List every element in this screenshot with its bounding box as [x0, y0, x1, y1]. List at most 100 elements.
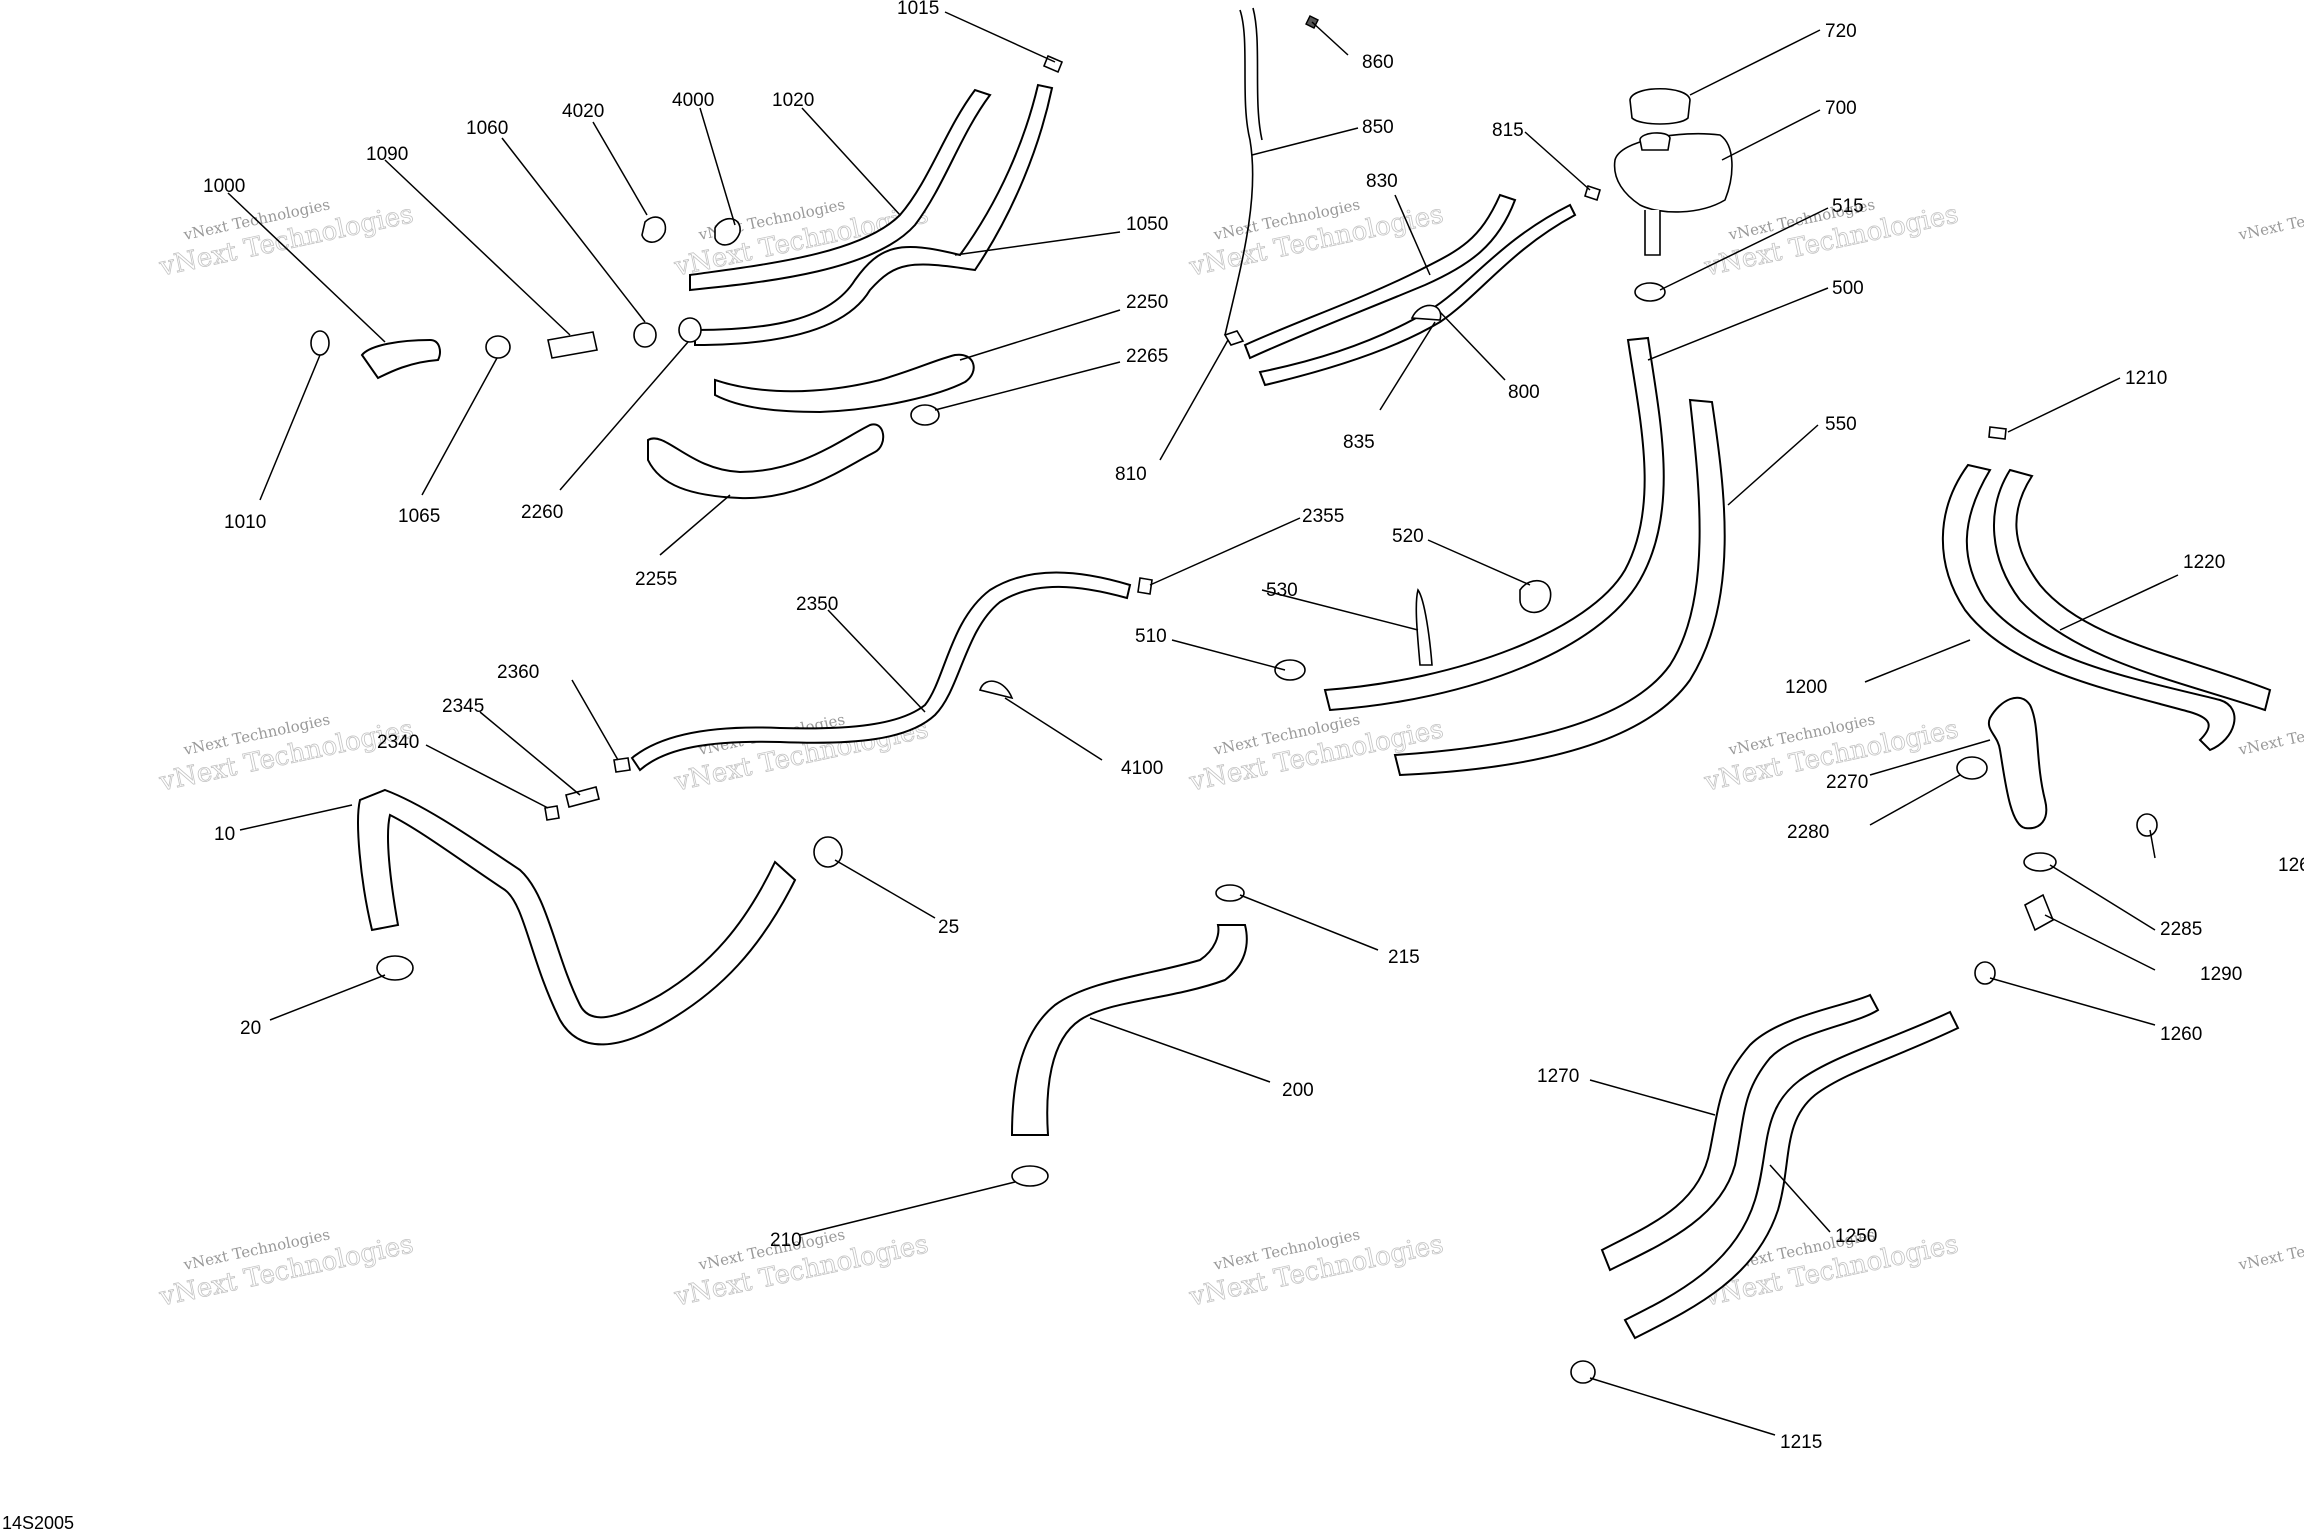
clip-835 [1410, 304, 1442, 321]
callout-label: 1050 [1126, 214, 1168, 235]
callout-label: 1215 [1780, 1432, 1822, 1453]
strap-530 [1415, 588, 1433, 666]
clamp-1065 [485, 335, 511, 359]
clamp-510 [1274, 659, 1306, 681]
hose-10 [357, 788, 797, 1046]
clamp-515 [1634, 282, 1666, 302]
clamp-1215 [1570, 1360, 1596, 1384]
callout-label: 810 [1115, 464, 1147, 485]
callout-label: 500 [1832, 278, 1864, 299]
clamp-2355 [1137, 577, 1153, 595]
callout-label: 1210 [2125, 368, 2167, 389]
clamp-2265 [910, 404, 940, 426]
callout-label: 515 [1832, 196, 1864, 217]
watermark-text: vNext Technologies [2236, 195, 2304, 244]
callout-label: 4020 [562, 101, 604, 122]
diagram-code: 14S2005 [2, 1513, 75, 1533]
clamp-4000 [714, 217, 741, 246]
clamp-2280 [1956, 756, 1988, 780]
part-1210 [1988, 426, 2007, 440]
callout-label: 1090 [366, 144, 408, 165]
hose-1050 [694, 83, 1054, 347]
clip-4100 [978, 680, 1014, 700]
callout-label: 2270 [1826, 772, 1868, 793]
clamp-1010 [310, 330, 330, 356]
clamp-4020 [641, 216, 667, 243]
clamp-25 [813, 836, 843, 868]
hose-1200 [1941, 463, 2236, 752]
leader-lines [227, 11, 2179, 1436]
hose-2350 [630, 571, 1132, 772]
callout-label: 815 [1492, 120, 1524, 141]
callout-label: 2280 [1787, 822, 1829, 843]
callout-label: 4100 [1121, 758, 1163, 779]
callout-label: 1220 [2183, 552, 2225, 573]
callout-label: 1250 [1835, 1226, 1877, 1247]
hose-800 [1258, 203, 1577, 387]
callout-label: 2285 [2160, 919, 2202, 940]
part-2360 [613, 757, 631, 773]
callout-label: 1010 [224, 512, 266, 533]
reservoir-700 [1613, 132, 1733, 213]
watermarks: vNext Technologies vNext Technologies vNe… [156, 195, 2304, 1313]
callout-label: 850 [1362, 117, 1394, 138]
callout-label: 530 [1266, 580, 1298, 601]
cap-720 [1629, 87, 1691, 125]
callout-label: 2355 [1302, 506, 1344, 527]
clamp-2285 [2023, 852, 2057, 872]
watermark-text: vNext Technologies [2236, 1225, 2304, 1274]
callout-label: 1015 [897, 0, 939, 19]
watermark-text: vNext Technologies [2236, 710, 2304, 759]
fitting-810 [1223, 330, 1245, 346]
clamp-1265 [2136, 813, 2158, 837]
hose-1250 [1623, 1010, 1960, 1340]
parts [310, 7, 2272, 1384]
callout-label: 830 [1366, 171, 1398, 192]
callout-label: 550 [1825, 414, 1857, 435]
callout-label: 1060 [466, 118, 508, 139]
hose-200 [1010, 924, 1248, 1136]
callout-label: 510 [1135, 626, 1167, 647]
callout-label: 20 [240, 1018, 261, 1039]
callout-label: 215 [1388, 947, 1420, 968]
callout-label: 4000 [672, 90, 714, 111]
callout-label: 1260 [2160, 1024, 2202, 1045]
clamp-20 [376, 955, 414, 981]
clamp-2260 [678, 317, 702, 343]
hose-2270 [1987, 696, 2048, 830]
callout-label: 1020 [772, 90, 814, 111]
callout-label: 2340 [377, 732, 419, 753]
hose-830 [1243, 193, 1517, 360]
hose-1020 [689, 88, 992, 292]
callout-label: 520 [1392, 526, 1424, 547]
hose-1220 [1993, 468, 2272, 712]
part-2340 [544, 805, 560, 821]
callout-label: 2250 [1126, 292, 1168, 313]
hose-850 [1224, 9, 1254, 336]
clamp-1015 [1042, 54, 1064, 74]
hose-550 [1393, 398, 1726, 777]
hose-1270 [1600, 993, 1880, 1272]
hose-500 [1323, 336, 1665, 712]
callout-label: 800 [1508, 382, 1540, 403]
callout-label: 1200 [1785, 677, 1827, 698]
callout-label: 2350 [796, 594, 838, 615]
callout-label: 720 [1825, 21, 1857, 42]
callout-label: 835 [1343, 432, 1375, 453]
callout-label: 1065 [398, 506, 440, 527]
hose-1000 [360, 338, 441, 380]
callout-label: 1290 [2200, 964, 2242, 985]
callout-labels: 1015 860 720 700 815 850 830 515 500 402… [203, 0, 2304, 1453]
callout-label: 1265 [2278, 855, 2304, 876]
callout-label: 2360 [497, 662, 539, 683]
callout-label: 2265 [1126, 346, 1168, 367]
fitting-2345 [565, 786, 600, 808]
callout-label: 10 [214, 824, 235, 845]
callout-label: 1000 [203, 176, 245, 197]
clamp-215 [1215, 884, 1245, 902]
hose-2250 [714, 353, 975, 414]
fitting-1090 [547, 331, 598, 359]
clamp-520 [1519, 579, 1552, 614]
callout-label: 2345 [442, 696, 484, 717]
